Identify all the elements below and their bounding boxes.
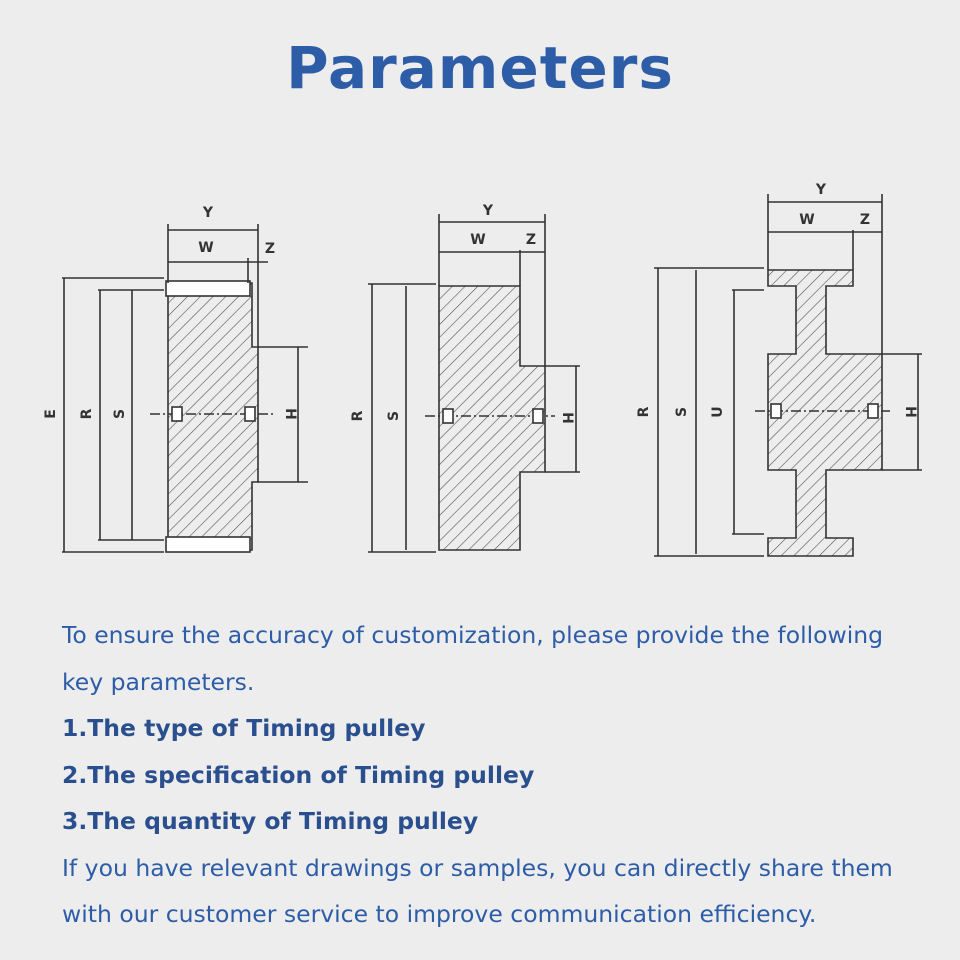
pulley-diagrams: Y W Z E R S H Y W Z R S H xyxy=(43,182,922,557)
closing-text: If you have relevant drawings or samples… xyxy=(62,853,893,929)
page-title: Parameters xyxy=(286,34,674,102)
label-z-2: Z xyxy=(526,232,536,248)
label-h-2: H xyxy=(559,412,575,424)
label-r-1: R xyxy=(79,408,95,419)
label-y-1: Y xyxy=(202,205,214,221)
label-s-3: S xyxy=(674,407,690,417)
label-e-1: E xyxy=(43,409,59,419)
label-s-2: S xyxy=(386,411,402,421)
label-w-3: W xyxy=(799,212,814,228)
label-y-2: Y xyxy=(482,203,494,219)
label-r-3: R xyxy=(636,406,652,417)
label-w-1: W xyxy=(198,240,213,256)
pulley-diagram-3 xyxy=(654,194,922,557)
label-y-3: Y xyxy=(815,182,827,198)
label-h-3: H xyxy=(902,406,918,418)
instructions: To ensure the accuracy of customization,… xyxy=(62,612,922,938)
intro-text: To ensure the accuracy of customization,… xyxy=(62,621,884,696)
list-item: 3.The quantity of Timing pulley xyxy=(62,807,479,835)
list-item: 2.The specification of Timing pulley xyxy=(62,760,535,789)
label-h-1: H xyxy=(282,408,298,420)
pulley-diagram-2 xyxy=(368,214,580,553)
label-z-3: Z xyxy=(860,212,870,228)
label-w-2: W xyxy=(470,232,485,248)
pulley-diagram-1 xyxy=(62,224,308,553)
label-z-1: Z xyxy=(265,241,275,257)
list-item: 1.The type of Timing pulley xyxy=(62,714,426,742)
label-r-2: R xyxy=(350,410,366,421)
label-s-1: S xyxy=(112,409,128,419)
label-u-3: U xyxy=(710,406,726,417)
